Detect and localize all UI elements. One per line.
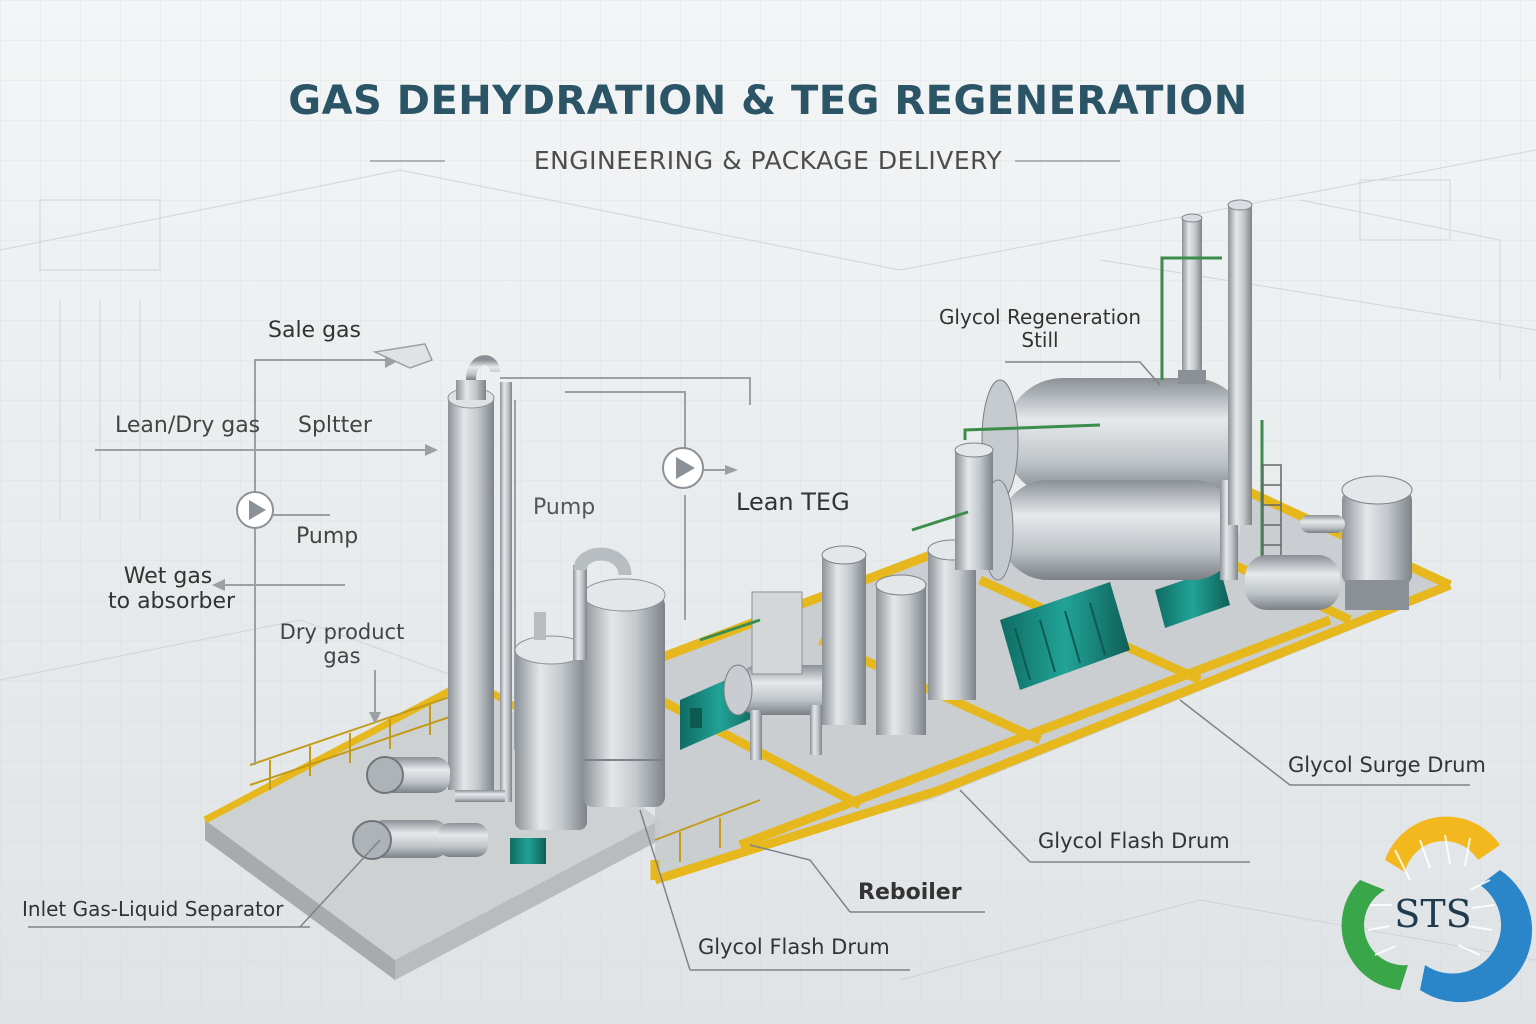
flash-drum-vessel [582, 578, 666, 807]
absorber-column [447, 355, 500, 790]
label-glycol-regen-line2: Still [1021, 328, 1059, 352]
process-lines [95, 359, 751, 765]
teal-cooler-center [1000, 582, 1130, 690]
sts-logo-mark [1341, 816, 1533, 1003]
label-pump-center: Pump [533, 495, 596, 520]
vessel-piping [534, 547, 632, 660]
still-column-1 [1178, 213, 1206, 384]
label-glycol-regen-line1: Glycol Regeneration [938, 305, 1142, 329]
reboiler-drum [982, 479, 1240, 581]
pump-symbol-left [236, 491, 274, 529]
sale-gas-outlet-arrow [372, 343, 434, 369]
label-dry-product-gas: Dry product gas [272, 620, 412, 668]
label-dry-product-line1: Dry product [279, 620, 405, 644]
label-wet-gas: Wet gas to absorber [108, 564, 236, 615]
absorber-riser-pipe [500, 382, 512, 802]
teal-pump-package [1155, 568, 1230, 628]
logo-text: STS [1394, 892, 1472, 936]
pump-symbol-center [662, 447, 704, 489]
filter-vessel-2 [875, 574, 927, 735]
separator-vessel-left [514, 635, 588, 830]
label-wet-gas-line1: Wet gas [123, 564, 213, 589]
green-trace-piping [699, 256, 1264, 642]
concrete-slab-side [395, 820, 660, 980]
label-glycol-flash-drum-right: Glycol Flash Drum [1038, 829, 1230, 853]
page-subtitle: ENGINEERING & PACKAGE DELIVERY [533, 146, 1003, 175]
label-glycol-flash-drum-bottom: Glycol Flash Drum [698, 935, 890, 959]
label-lean-teg: Lean TEG [736, 488, 850, 516]
handrails [249, 689, 761, 862]
filter-vessel-1 [821, 545, 867, 725]
horizontal-exchanger-center [723, 664, 845, 760]
label-lean-dry-gas: Lean/Dry gas [115, 413, 261, 438]
blueprint-sketch-lines [0, 149, 1536, 981]
label-splitter: Spltter [298, 413, 372, 438]
still-column-2 [1227, 199, 1253, 525]
label-glycol-regeneration-still: Glycol Regeneration Still [935, 306, 1145, 352]
compressor-unit [1245, 515, 1345, 610]
label-wet-gas-line2: to absorber [108, 589, 236, 615]
concrete-slab-front [205, 820, 395, 980]
label-reboiler: Reboiler [858, 880, 962, 905]
page-title: GAS DEHYDRATION & TEG REGENERATION [288, 78, 1248, 124]
glycol-surge-drum-vessel [1341, 475, 1413, 610]
label-leader-lines [28, 361, 1470, 971]
label-glycol-surge-drum: Glycol Surge Drum [1288, 753, 1486, 777]
label-pump-left: Pump [296, 524, 359, 549]
control-panel [751, 591, 803, 675]
pump-skid-equipment [352, 756, 546, 864]
label-sale-gas: Sale gas [268, 318, 361, 343]
label-dry-product-line2: gas [323, 644, 361, 669]
label-inlet-separator: Inlet Gas-Liquid Separator [22, 897, 284, 921]
